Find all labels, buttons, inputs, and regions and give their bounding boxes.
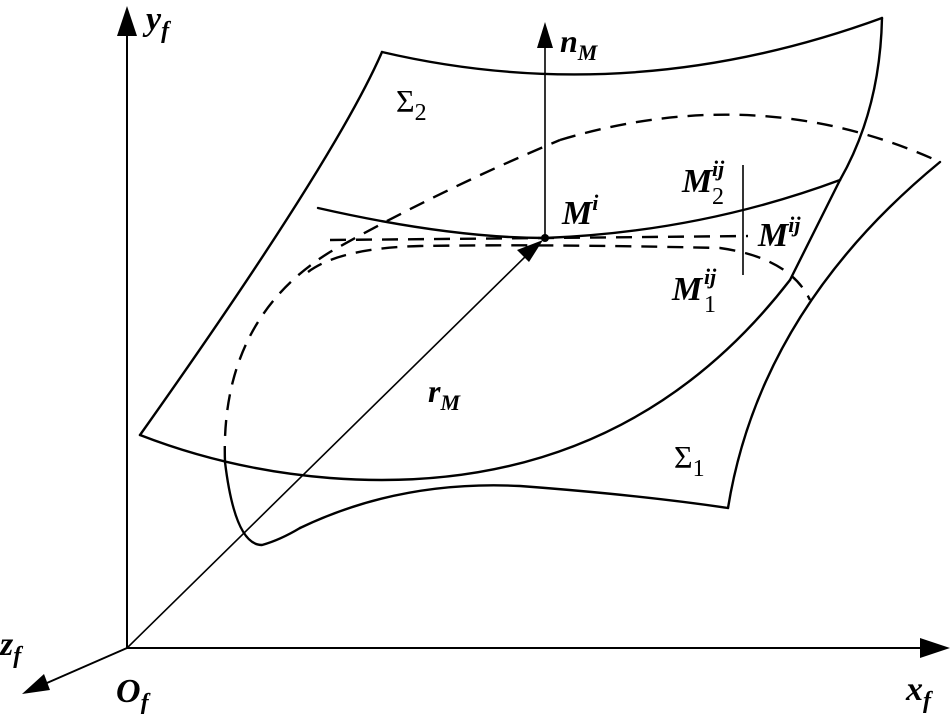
sigma2-left-edge — [138, 50, 384, 437]
sigma1-label: Σ1 — [674, 439, 705, 482]
x-axis-label: xf — [905, 671, 933, 714]
coordinate-axes — [22, 6, 950, 694]
point-m1ij-label: M ij 1 — [671, 264, 717, 318]
hidden-contact-curve-upper — [329, 234, 749, 242]
svg-text:1: 1 — [704, 292, 716, 318]
normal-vector-label: nM — [560, 23, 599, 65]
sigma2-top-edge — [380, 16, 884, 76]
y-axis-label: yf — [142, 1, 171, 44]
z-axis — [39, 647, 128, 687]
sigma2-label: Σ2 — [396, 83, 427, 126]
position-vector-label: rM — [428, 373, 461, 415]
svg-text:M: M — [671, 271, 704, 308]
sigma1-left-edge — [223, 460, 302, 547]
svg-text:M: M — [681, 163, 714, 200]
y-axis-arrowhead — [117, 6, 137, 36]
point-mi-dot — [541, 234, 549, 242]
point-mi-label: Mi — [561, 190, 599, 232]
position-vector — [126, 251, 531, 649]
point-mij-label: Mij — [757, 212, 801, 254]
sigma2-right-edge — [838, 16, 884, 182]
point-m2ij-label: M ij 2 — [681, 156, 725, 210]
origin-label: Of — [116, 673, 151, 714]
surface-sigma2 — [138, 16, 884, 482]
sigma1-right-edge — [726, 160, 942, 510]
x-axis-arrowhead — [920, 638, 950, 658]
svg-text:ij: ij — [704, 264, 717, 289]
z-axis-label: zf — [0, 626, 23, 669]
normal-vector-arrowhead — [537, 22, 553, 48]
vectors — [126, 22, 553, 649]
sigma1-bottom-edge — [298, 484, 730, 530]
position-vector-arrowhead — [517, 240, 543, 262]
z-axis-arrowhead — [22, 674, 50, 694]
sigma2-right-lower-edge — [788, 178, 842, 282]
sigma1-hidden-left — [223, 138, 561, 463]
svg-text:ij: ij — [712, 156, 725, 181]
surface-sigma1 — [223, 113, 942, 547]
hidden-contact-curve-lower — [307, 244, 812, 301]
sigma1-hidden-top — [559, 113, 941, 164]
svg-text:2: 2 — [712, 184, 724, 210]
sigma2-bottom-edge — [138, 278, 792, 482]
